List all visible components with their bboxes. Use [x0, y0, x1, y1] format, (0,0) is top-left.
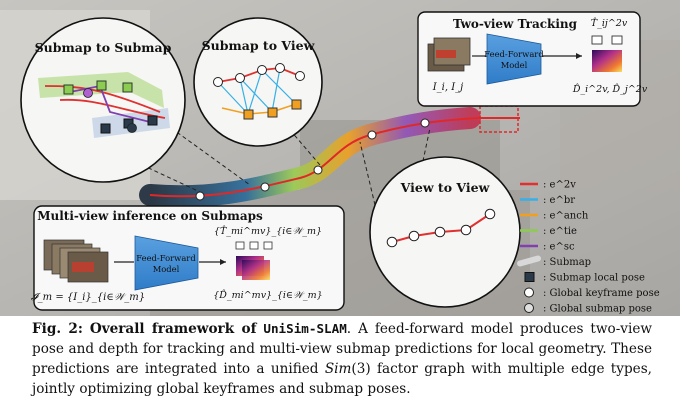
view-to-view-title: View to View — [400, 180, 491, 195]
legend-label: : Submap — [543, 257, 591, 268]
two-view-pose-output: T̂_ij^2v — [591, 17, 628, 29]
submap-to-view-panel: Submap to View — [193, 17, 323, 147]
trajectory-nodes — [195, 118, 430, 201]
legend-label: : Submap local pose — [543, 273, 645, 284]
legend: : e^2v : e^br : e^anch : e^tie : e^sc : Subma… — [517, 180, 660, 315]
trajectory-line — [149, 117, 520, 198]
caption-sim: Sim — [324, 361, 352, 377]
two-view-title: Two-view Tracking — [453, 17, 578, 31]
caption-fig-label: Fig. 2: — [32, 321, 83, 337]
legend-label: : e^br — [543, 195, 575, 206]
submap-to-submap-panel: Submap to Submap — [20, 17, 186, 183]
caption-bold-text: Overall framework of — [89, 321, 257, 337]
legend-label: : e^anch — [543, 211, 589, 222]
two-view-input-images — [427, 37, 471, 72]
trajectory-node — [367, 130, 377, 140]
legend-marker — [517, 255, 541, 267]
legend-marker — [524, 287, 534, 298]
multiview-model — [134, 235, 199, 291]
multiview-model-label-1: Feed-Forward — [136, 253, 196, 263]
legend-label: : Global keyframe pose — [543, 288, 660, 299]
two-view-depth-output: D̂_i^2v, D̂_j^2v — [572, 83, 648, 95]
submap-to-submap-title: Submap to Submap — [35, 40, 172, 55]
camera-frustum — [479, 105, 519, 133]
two-view-pose-icons — [591, 35, 623, 45]
multiview-input-label: 𝓘_m = {I_i}_{i∈𝒲_m} — [31, 292, 145, 303]
two-view-model-label-1: Feed-Forward — [484, 49, 544, 59]
two-view-depth-map — [592, 50, 622, 72]
trajectory-node — [195, 191, 205, 201]
two-view-tracking-panel: Two-view Tracking I_i, I_j Feed-Forward … — [417, 11, 648, 107]
two-view-input-label: I_i, I_j — [432, 82, 464, 93]
figure-caption: Fig. 2: Overall framework of UniSim-SLAM… — [32, 319, 652, 399]
multiview-pose-icons — [235, 241, 273, 250]
view-to-view-panel: View to View — [369, 156, 521, 308]
trajectory-node — [313, 165, 323, 175]
caption-method: UniSim-SLAM — [263, 321, 347, 336]
legend-label: : e^sc — [543, 242, 575, 253]
multiview-depth-output: {D̂_mi^mv}_{i∈𝒲_m} — [213, 289, 322, 301]
submap-to-view-title: Submap to View — [202, 38, 316, 53]
two-view-model — [486, 33, 542, 85]
legend-marker — [524, 272, 535, 282]
multiview-input-images — [43, 239, 109, 283]
two-view-model-label-2: Model — [501, 60, 528, 70]
caption-text-1: . A feed-forward model produces two-view… — [32, 321, 653, 377]
caption-text-2: (3) factor graph with multiple edge type… — [32, 361, 652, 397]
trajectory-node — [420, 118, 430, 128]
multiview-depth-maps — [236, 256, 270, 280]
multiview-pose-output: {T̂_mi^mv}_{i∈𝒲_m} — [214, 225, 322, 237]
legend-label: : Global submap pose — [543, 304, 652, 315]
multiview-panel: Multi-view inference on Submaps 𝓘_m = {I… — [31, 205, 345, 311]
multiview-title: Multi-view inference on Submaps — [37, 209, 263, 223]
legend-label: : e^2v — [543, 180, 576, 191]
legend-label: : e^tie — [543, 226, 577, 237]
legend-marker — [524, 303, 534, 313]
trajectory-node — [260, 182, 270, 192]
framework-figure: Submap to Submap Submap to View — [0, 0, 680, 316]
multiview-model-label-2: Model — [153, 264, 180, 274]
